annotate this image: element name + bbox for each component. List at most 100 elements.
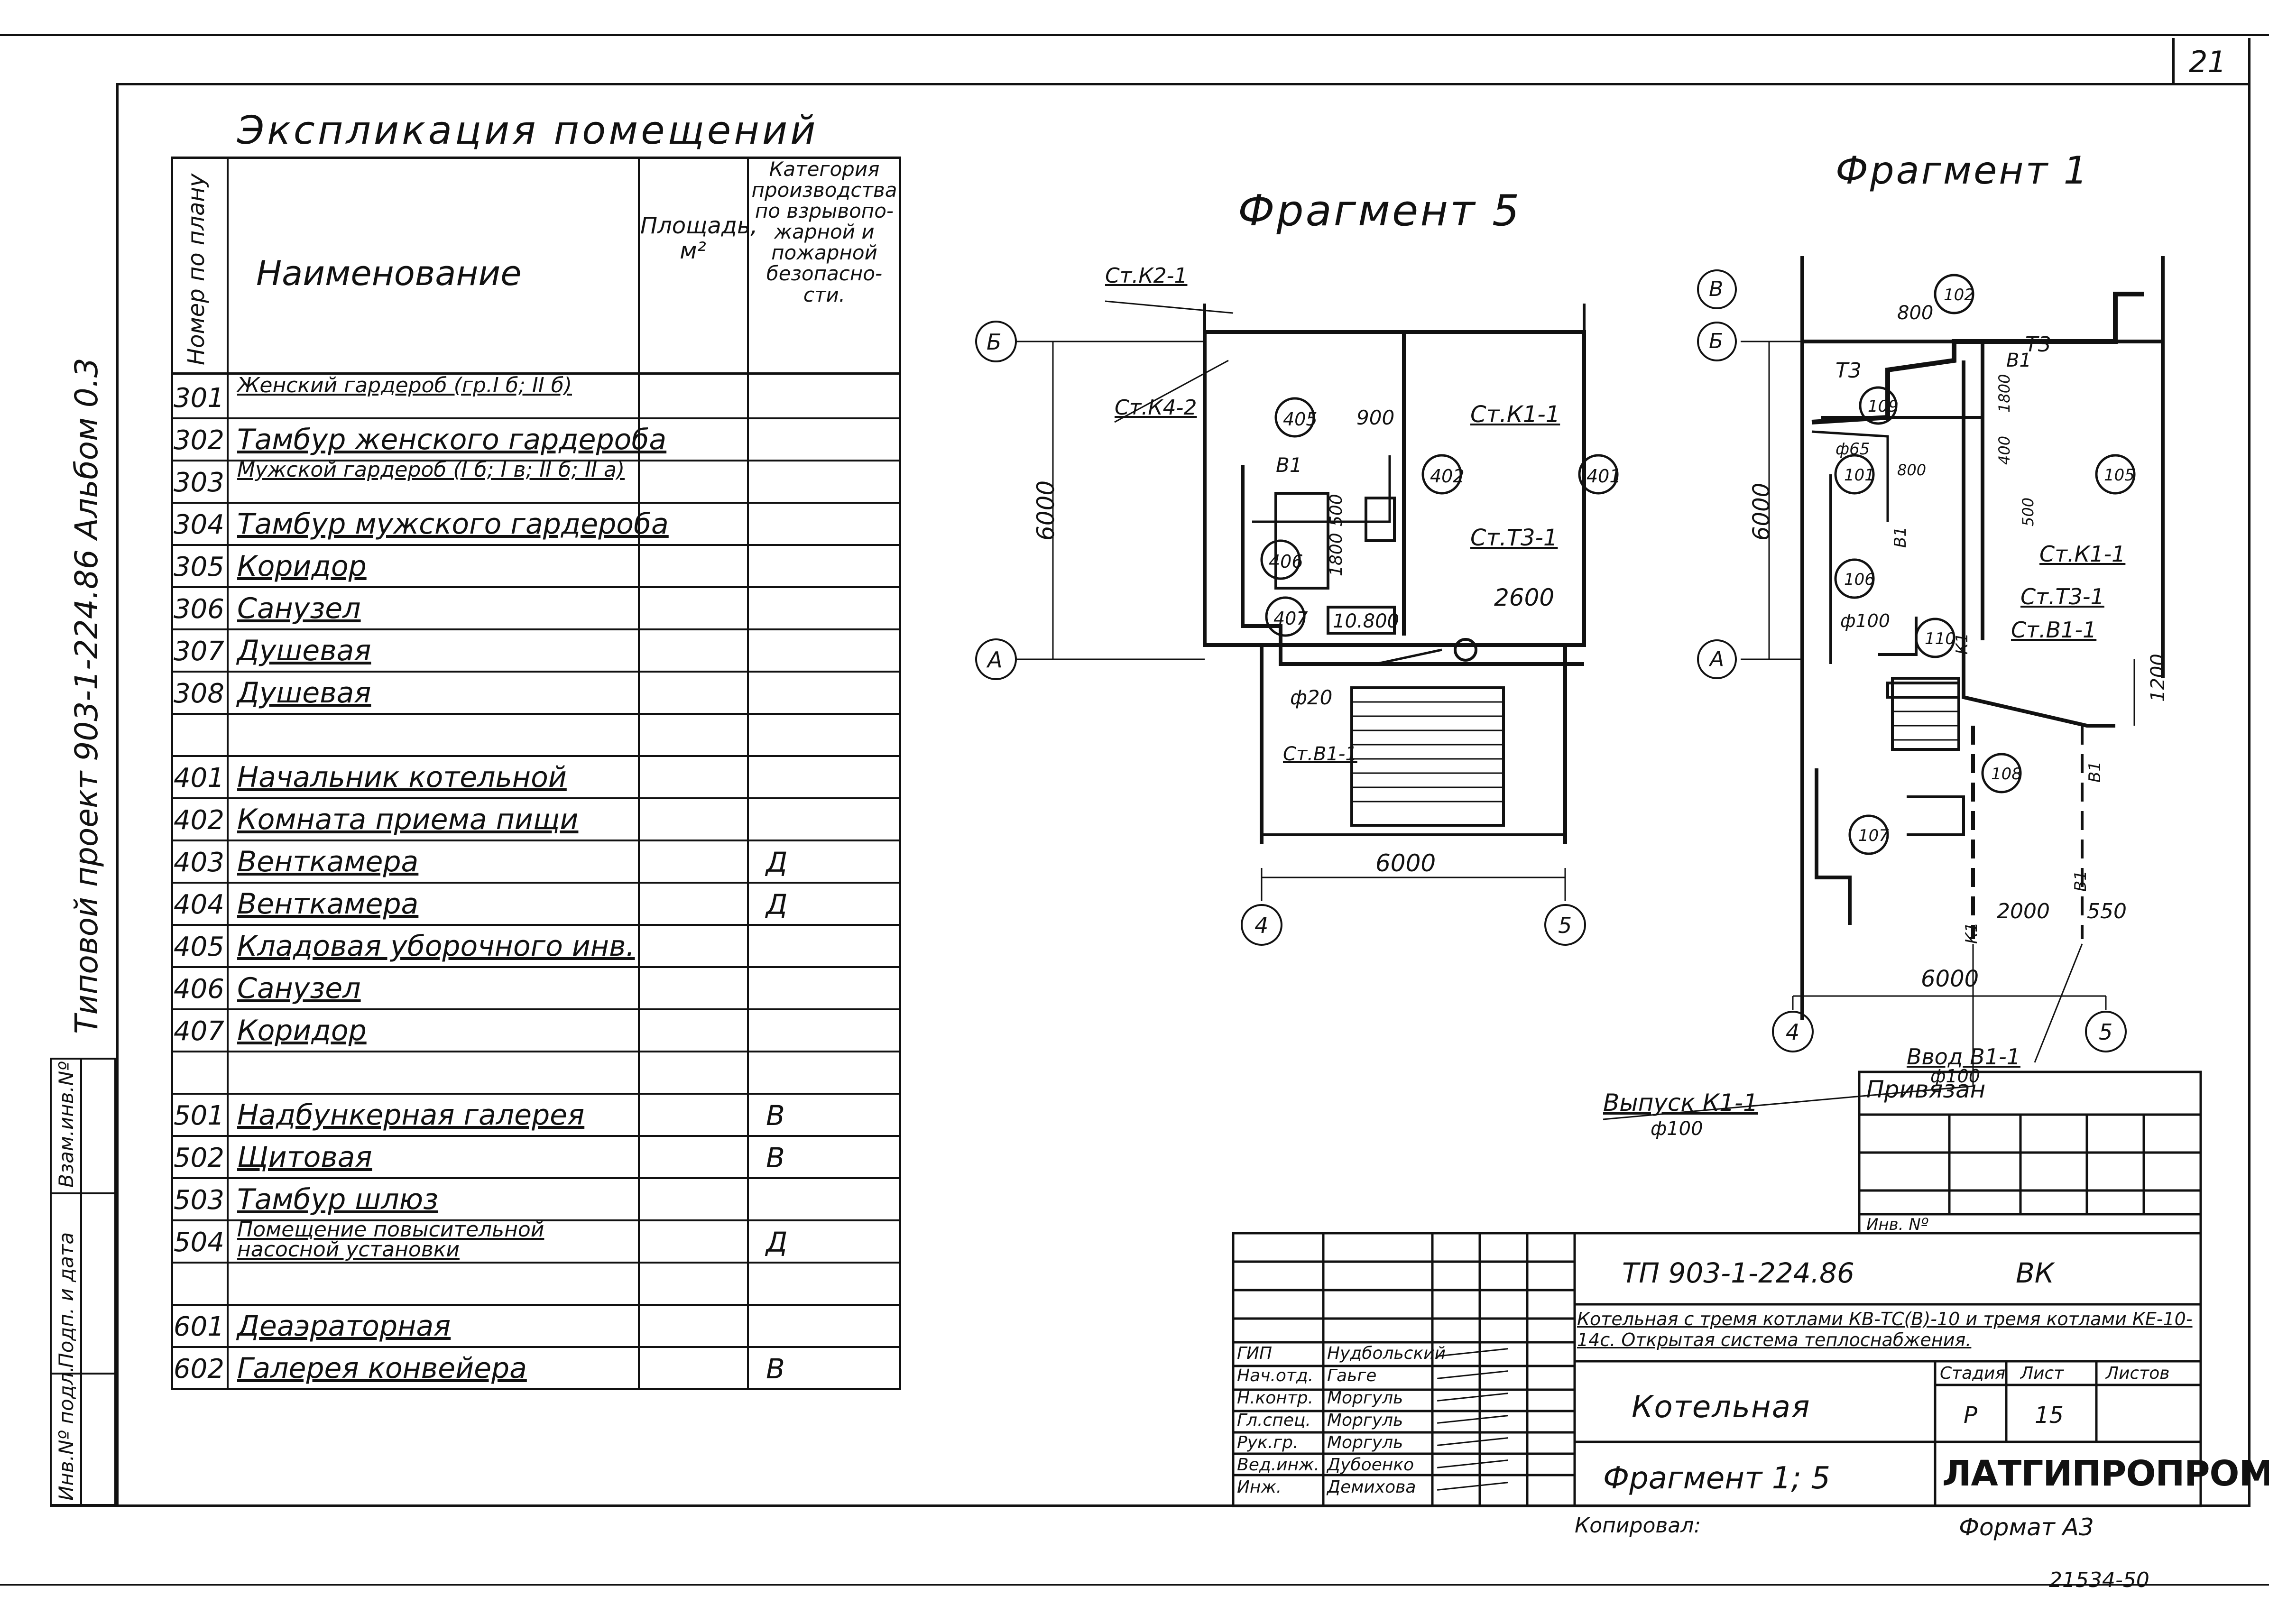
dimension: 500 xyxy=(2019,497,2037,526)
room-name-cell: Надбункерная галерея xyxy=(237,1098,585,1132)
pipe-label: ф65 xyxy=(1835,440,1870,459)
room-number: 107 xyxy=(1858,826,1889,845)
room-name-cell: Деаэраторная xyxy=(237,1310,451,1343)
room-name-cell: Коридор xyxy=(237,550,367,583)
drawing-mark: ВК xyxy=(2016,1257,2054,1289)
room-number-cell: 301 xyxy=(174,383,224,414)
room-number-cell: 306 xyxy=(174,594,224,625)
pipe-label: В1 xyxy=(2071,870,2090,892)
category-cell: Д xyxy=(766,888,788,921)
room-number: 105 xyxy=(2104,466,2135,485)
category-cell: Д xyxy=(766,1226,788,1258)
room-number-cell: 406 xyxy=(174,974,224,1005)
signatory-name: Дубоенко xyxy=(1327,1455,1414,1475)
sheet-value: 15 xyxy=(2035,1402,2064,1429)
room-name-cell: Галерея конвейера xyxy=(237,1352,527,1385)
room-name-cell: Помещение повысительной насосной установ… xyxy=(237,1218,544,1262)
left-stamp-sep1 xyxy=(52,1192,116,1194)
bottom-edge-line xyxy=(0,1584,2269,1586)
room-number-cell: 502 xyxy=(174,1143,224,1173)
header-name: Наименование xyxy=(256,253,522,293)
sheet-number: 21 xyxy=(2189,45,2226,79)
axis-label: Б xyxy=(1709,329,1724,353)
room-number-cell: 305 xyxy=(174,552,224,582)
header-area: Площадь, м² xyxy=(640,212,758,264)
room-number-cell: 308 xyxy=(174,678,224,709)
axis-label: Б xyxy=(987,329,1002,355)
dimension: 2000 xyxy=(1997,899,2050,923)
archive-number: 21534-50 xyxy=(2049,1568,2149,1592)
signatory-name: Гаьге xyxy=(1327,1366,1377,1385)
room-name-cell: Венткамера xyxy=(237,845,419,878)
dimension: 6000 xyxy=(1921,966,1979,992)
fragment5-title: Фрагмент 5 xyxy=(1238,186,1522,236)
frame-right xyxy=(2248,38,2251,1506)
room-name-cell: Санузел xyxy=(237,972,361,1005)
signatory-name: Моргуль xyxy=(1327,1411,1403,1430)
room-number-cell: 405 xyxy=(174,932,224,962)
signatory-role: Н.контр. xyxy=(1237,1388,1314,1408)
riser-label: Ст.К1-1 xyxy=(2039,541,2126,567)
explication-table: Номер по плану Наименование Площадь, м² … xyxy=(171,157,901,1390)
explication-title: Экспликация помещений xyxy=(237,108,819,153)
pipe-label: В1 xyxy=(1891,526,1910,548)
axis-label: А xyxy=(1710,647,1725,671)
axis-label: А xyxy=(987,647,1003,673)
dimension: 500 xyxy=(1327,494,1346,526)
room-number: 108 xyxy=(1991,765,2022,784)
room-number-cell: 504 xyxy=(174,1227,224,1258)
signatory-name: Демихова xyxy=(1327,1477,1416,1497)
axis-label: 4 xyxy=(1254,913,1269,938)
inlet-diameter: ф100 xyxy=(1930,1066,1981,1087)
riser-label: Ст.К2-1 xyxy=(1105,264,1188,288)
dimension: 800 xyxy=(1897,302,1934,324)
sheets-header: Листов xyxy=(2106,1364,2170,1383)
room-number: 402 xyxy=(1430,466,1465,487)
room-name-cell: Женский гардероб (гр.I б; II б) xyxy=(237,373,572,397)
room-number-cell: 602 xyxy=(174,1354,224,1384)
room-name-cell: Санузел xyxy=(237,592,361,625)
pipe-label: К1 xyxy=(1962,922,1981,944)
category-cell: В xyxy=(766,1353,785,1385)
outlet-diameter: ф100 xyxy=(1651,1118,1703,1140)
left-stamp-sep2 xyxy=(52,1373,116,1375)
room-number: 407 xyxy=(1273,608,1308,629)
signature-mark xyxy=(1437,1437,1508,1448)
room-number-cell: 601 xyxy=(174,1311,224,1342)
signatory-role: Рук.гр. xyxy=(1237,1433,1299,1452)
signatory-role: ГИП xyxy=(1237,1344,1273,1363)
sheet-title: Фрагмент 1; 5 xyxy=(1603,1461,1831,1496)
room-number-cell: 401 xyxy=(174,763,224,794)
pipe-label: В1 xyxy=(2006,350,2031,371)
signatory-role: Гл.спец. xyxy=(1237,1411,1311,1430)
fragment1-plan xyxy=(1603,256,2165,1120)
riser-label: Ст.В1-1 xyxy=(2011,617,2097,643)
signatory-role: Инж. xyxy=(1237,1477,1282,1497)
room-name-cell: Кладовая уборочного инв. xyxy=(237,930,635,963)
room-name-cell: Щитовая xyxy=(237,1141,372,1174)
table-row: 301 Женский гардероб (гр.I б; II б) xyxy=(171,375,901,419)
axis-label: 5 xyxy=(2099,1019,2113,1045)
table-row: 305 Коридор xyxy=(171,544,901,588)
table-row xyxy=(171,1050,901,1095)
room-number-cell: 503 xyxy=(174,1185,224,1216)
signatory-name: Моргуль xyxy=(1327,1388,1403,1408)
table-row: 602 Галерея конвейера В xyxy=(171,1346,901,1390)
room-number: 405 xyxy=(1283,409,1318,430)
axis-label: 5 xyxy=(1558,913,1572,938)
signature-mark xyxy=(1437,1459,1508,1470)
room-name-cell: Венткамера xyxy=(237,887,419,921)
room-name-cell: Комната приема пищи xyxy=(237,803,579,836)
table-col-3 xyxy=(747,157,749,1390)
riser-label: Ст.В1-1 xyxy=(1283,743,1357,765)
organization-name: ЛАТГИПРОПРОМ xyxy=(1942,1453,2269,1494)
room-number-cell: 304 xyxy=(174,509,224,540)
room-number-cell: 403 xyxy=(174,847,224,878)
axis-label: В xyxy=(1709,277,1724,301)
